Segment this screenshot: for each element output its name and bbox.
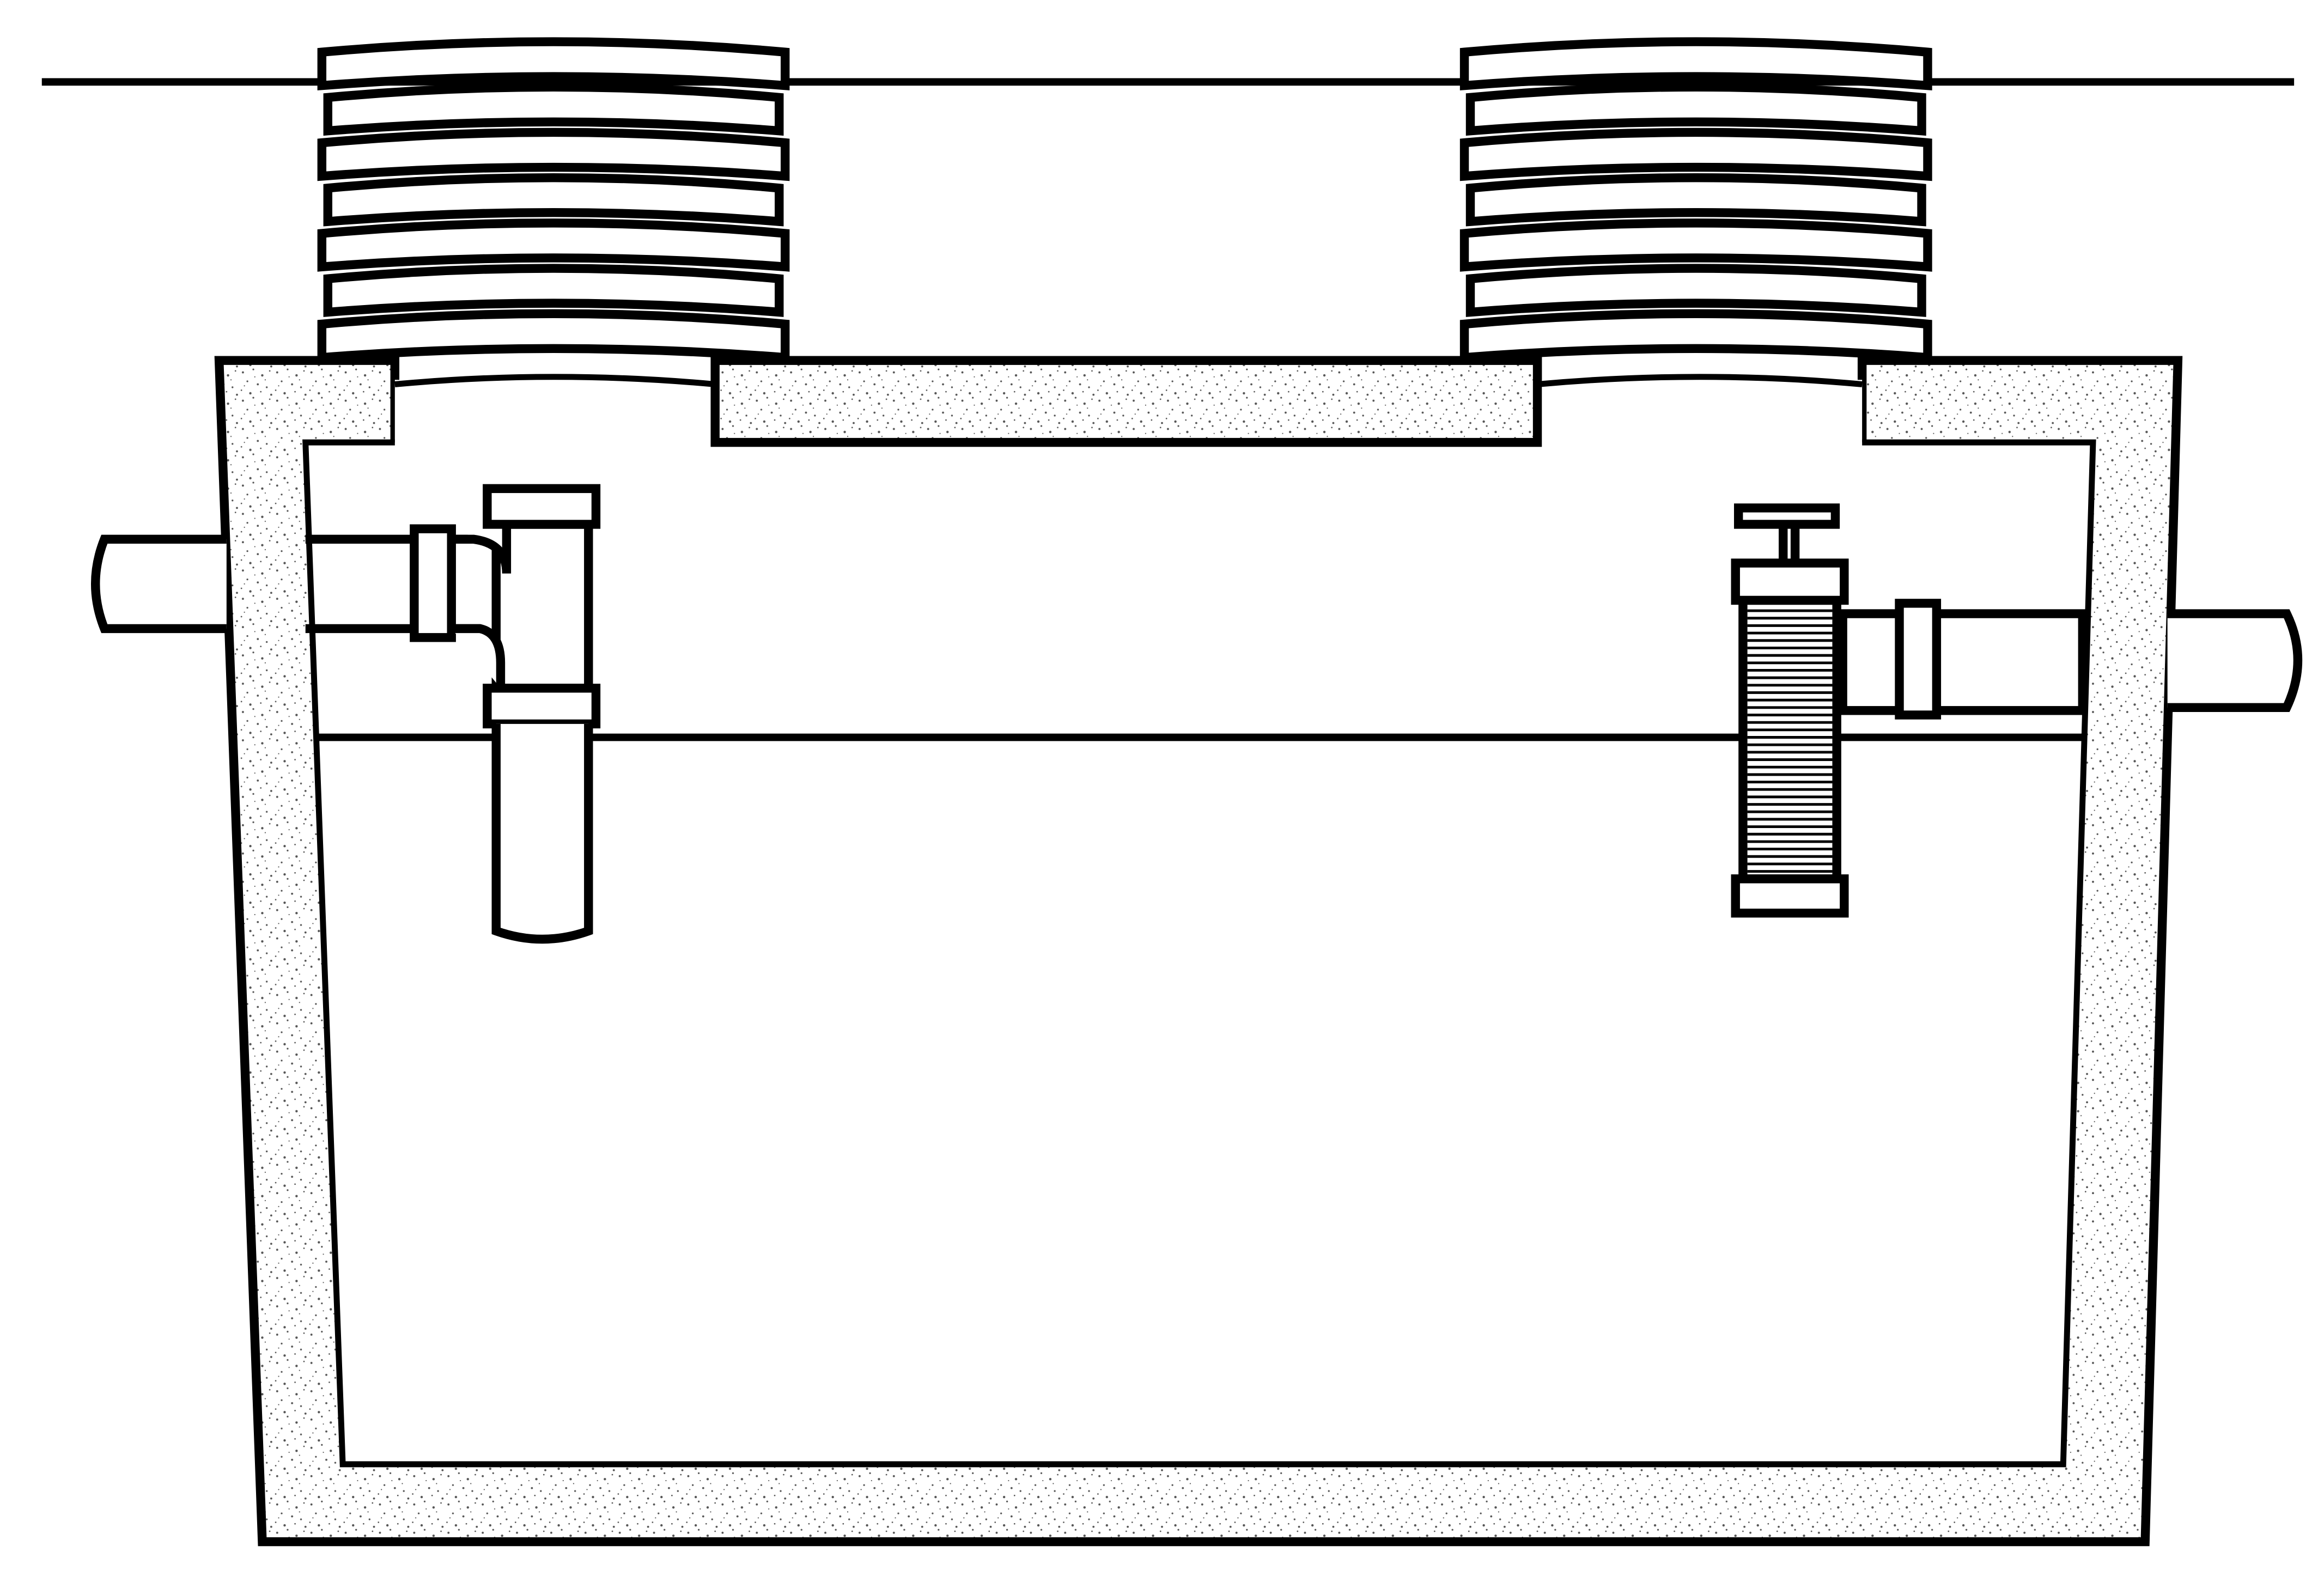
riser-ring [323, 82, 784, 136]
riser-ring [317, 37, 790, 90]
riser-ring [1459, 218, 1932, 272]
effluent-filter [1731, 503, 1849, 918]
outlet-riser [1459, 37, 1932, 363]
riser-ring [1465, 82, 1926, 136]
riser-ring [323, 173, 784, 227]
riser-ring [1465, 173, 1926, 227]
riser-ring [317, 218, 790, 272]
riser-ring [317, 309, 790, 363]
riser-ring [323, 264, 784, 317]
inlet-riser [317, 37, 790, 363]
outlet-pipe [1838, 599, 2303, 720]
riser-ring [317, 127, 790, 181]
riser-ring [1459, 309, 1932, 363]
inlet-tee-baffle [451, 484, 601, 944]
riser-ring [1465, 264, 1926, 317]
riser-ring [1459, 127, 1932, 181]
tank-interior [305, 380, 2093, 1464]
riser-ring [1459, 37, 1932, 90]
tank-lid-slab [710, 356, 1542, 447]
